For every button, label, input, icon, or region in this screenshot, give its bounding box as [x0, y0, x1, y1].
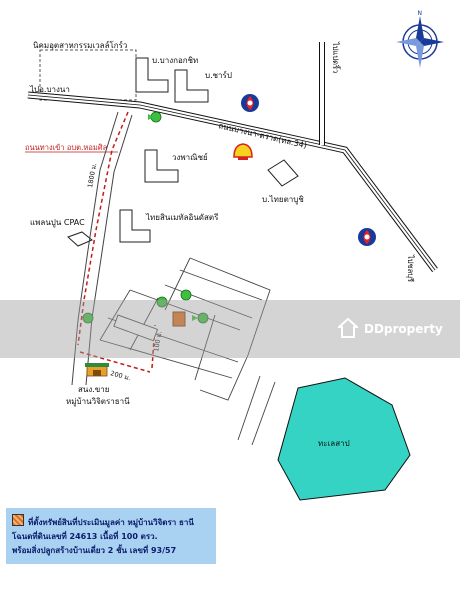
label-dist-200: 200 ม. — [109, 369, 131, 382]
direction-marker-icon — [156, 296, 168, 308]
watermark-band — [0, 300, 460, 358]
watermark-text: DDproperty — [364, 322, 443, 336]
label-thai-taboo: บ.ไทยตาบูชิ — [262, 195, 304, 205]
building-thai-metal — [119, 209, 151, 243]
label-lake: ทะเลสาป — [318, 439, 350, 448]
label-chonburi: ไปชลบุรี — [406, 254, 415, 282]
label-thai-metal: ไทยสินเมทัลอินดัสตรี — [145, 213, 219, 222]
legend-line-3: พร้อมสิ่งปลูกสร้างบ้านเดี่ยว 2 ชั้น เลขท… — [12, 546, 177, 555]
shell-station-icon — [233, 143, 253, 160]
direction-marker-icon — [192, 312, 209, 324]
route-dashed-bottom — [79, 351, 151, 373]
label-entrance-road: ถนนทางเข้า อบต.หอมศิล — [25, 143, 107, 152]
building-thai-taboo — [267, 159, 299, 187]
label-dist-100: 100 ม. — [152, 330, 163, 352]
access-road — [71, 111, 133, 386]
label-village-gate: สนง.ขาย — [78, 385, 109, 394]
village-gate-icon — [85, 363, 109, 377]
label-village-name: หมู่บ้านวิจิตราธานี — [66, 397, 130, 407]
legend-box: ที่ตั้งทรัพย์สินที่ประเมินมูลค่า หมู่บ้า… — [6, 508, 216, 564]
label-wongpanich: วงพาณิชย์ — [172, 152, 208, 162]
ptt-station-icon — [241, 94, 259, 112]
ptt-station-icon — [358, 228, 376, 246]
svg-text:N: N — [418, 10, 423, 17]
legend-swatch — [12, 514, 24, 526]
label-dist-1800: 1800 ม. — [86, 162, 98, 188]
watermark-logo-icon — [338, 318, 358, 338]
highway-bangna-trat — [27, 91, 438, 273]
village-block — [113, 314, 159, 342]
label-paet-rio: ไปแปดริ้ว — [331, 41, 341, 73]
direction-marker-icon — [180, 289, 192, 301]
legend-line-2: โฉนดที่ดินเลขที่ 24613 เนื้อที่ 100 ตรว. — [12, 532, 158, 541]
building-wongpanich — [144, 149, 179, 183]
route-dashed — [77, 111, 129, 346]
label-estate: นิคมอุตสาหกรรมเวลล์โกร์ว — [33, 40, 127, 50]
compass-icon: N — [396, 10, 444, 68]
building-bangkok-chit — [135, 57, 169, 93]
legend-line-1: ที่ตั้งทรัพย์สินที่ประเมินมูลค่า หมู่บ้า… — [12, 514, 210, 530]
label-sharp: บ.ชาร์ป — [205, 70, 232, 80]
direction-marker-icon — [82, 312, 94, 324]
building-sharp — [174, 69, 209, 103]
subject-property-marker — [172, 311, 186, 327]
label-cpac: แพลนปูน CPAC — [30, 218, 85, 228]
label-bangna-left: ไปอ.บางนา — [29, 85, 70, 94]
label-bangkok-chit: บ.บางกอกชิท — [152, 56, 198, 65]
lake — [277, 377, 411, 501]
direction-marker-icon — [148, 111, 162, 123]
building-cpac — [67, 231, 93, 247]
